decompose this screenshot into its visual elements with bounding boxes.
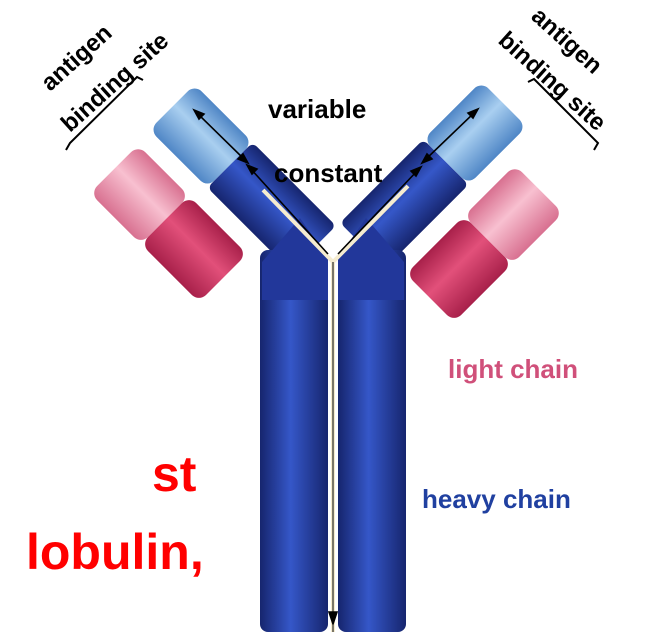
slide-text-line-2: lobulin,: [26, 527, 204, 577]
variable-label: variable: [268, 94, 366, 124]
slide-text-line-1: st: [152, 449, 196, 499]
light-chain-label: light chain: [448, 354, 578, 384]
heavy-chain-label: heavy chain: [422, 484, 571, 514]
heavy-chain-left-stem: [260, 250, 328, 632]
heavy-chain-right-stem: [338, 250, 406, 632]
constant-label: constant: [274, 158, 383, 188]
